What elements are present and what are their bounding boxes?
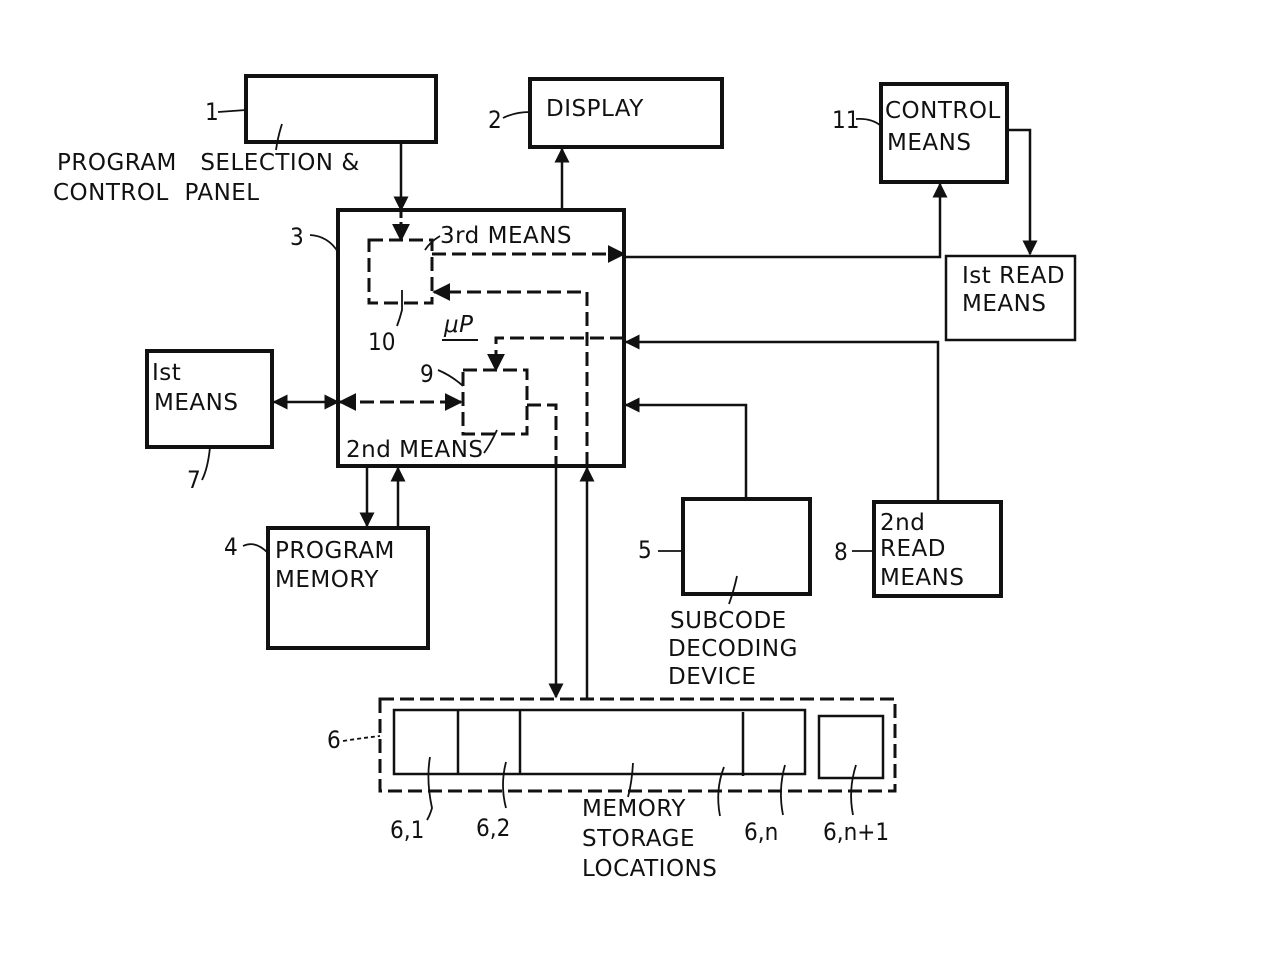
second-read-means-block: 2nd READ MEANS 8	[834, 500, 1003, 598]
memory-caption-line3: LOCATIONS	[582, 856, 717, 882]
connector-2nd-means-down	[527, 403, 558, 464]
ref-3: 3	[290, 223, 304, 251]
connector-to-control-means	[624, 182, 948, 259]
first-read-means-line2: MEANS	[962, 291, 1046, 317]
leader-5-caption	[728, 575, 738, 605]
control-means-line2: MEANS	[887, 130, 971, 156]
connector-control-to-1st-read	[1007, 128, 1038, 256]
second-read-means-line1: 2nd	[880, 510, 925, 536]
leader-6-n-plus-1	[850, 764, 857, 816]
leader-2nd-means	[483, 429, 498, 454]
cell-label-6-1: 6,1	[390, 816, 424, 844]
display-block: DISPLAY 2	[488, 77, 724, 149]
cell-label-6-n: 6,n	[744, 818, 778, 846]
ref-1: 1	[205, 98, 219, 126]
leader-3rd-means	[424, 235, 441, 251]
control-means-box	[879, 82, 1009, 184]
first-read-means-line1: Ist READ	[962, 263, 1065, 289]
second-read-means-line3: MEANS	[880, 565, 964, 591]
leader-6-2	[502, 761, 507, 809]
third-means-box	[367, 238, 434, 305]
first-means-label-line1: Ist	[152, 360, 181, 386]
memory-storage-dashed-box	[378, 697, 897, 793]
first-read-means-block: Ist READ MEANS	[944, 254, 1077, 342]
memory-cell-n-plus-1	[817, 714, 885, 780]
memory-caption-line2: STORAGE	[582, 826, 695, 852]
second-means-label: 2nd MEANS	[346, 437, 484, 463]
selection-panel-caption-line1: PROGRAM SELECTION &	[57, 150, 360, 176]
ref-11: 11	[832, 106, 859, 134]
ref-8: 8	[834, 538, 848, 566]
control-means-line1: CONTROL	[885, 98, 1001, 124]
leader-6	[342, 735, 381, 742]
display-label: DISPLAY	[546, 96, 644, 122]
first-means-block: Ist MEANS 7	[145, 349, 274, 494]
connector-to-2nd-means	[487, 336, 624, 372]
microprocessor-block: 3 μP 3rd MEANS 10 2nd MEANS 9	[290, 208, 626, 468]
leader-6-n-b	[780, 764, 786, 816]
cell-label-6-n-plus-1: 6,n+1	[823, 818, 889, 846]
cell-label-6-2: 6,2	[476, 814, 510, 842]
selection-panel-caption-line2: CONTROL PANEL	[53, 180, 260, 206]
leader-1-caption	[275, 123, 283, 151]
connector-2nd-read-to-up	[624, 334, 940, 500]
control-means-block: CONTROL MEANS 11	[832, 82, 1009, 184]
memory-cells-box	[392, 708, 807, 776]
leader-3	[309, 234, 339, 253]
program-memory-block: PROGRAM MEMORY 4	[224, 526, 430, 650]
ref-9: 9	[420, 360, 434, 388]
subcode-caption-line2: DECODING	[668, 636, 798, 662]
ref-4: 4	[224, 533, 238, 561]
program-memory-box	[266, 526, 430, 650]
selection-panel-box	[244, 74, 438, 144]
ref-2: 2	[488, 106, 502, 134]
leader-4	[242, 543, 269, 554]
connector-to-3rd-means	[432, 283, 589, 466]
program-memory-label-line1: PROGRAM	[275, 538, 395, 564]
subcode-decoder-block: 5 SUBCODE DECODING DEVICE	[638, 497, 812, 690]
connections	[272, 128, 1038, 699]
program-memory-label-line2: MEMORY	[275, 567, 379, 593]
connector-subcode-to-up	[624, 397, 748, 499]
subcode-decoder-box	[681, 497, 812, 596]
second-means-box	[461, 368, 529, 436]
third-means-label: 3rd MEANS	[440, 223, 572, 249]
leader-2	[502, 111, 531, 119]
second-read-means-line2: READ	[880, 536, 946, 562]
leader-6-1	[426, 756, 433, 821]
ref-10: 10	[368, 328, 395, 356]
display-box	[528, 77, 724, 149]
leader-memory-caption	[627, 762, 634, 798]
subcode-caption-line3: DEVICE	[668, 664, 756, 690]
leader-9	[437, 369, 464, 387]
ref-5: 5	[638, 536, 652, 564]
leader-11	[855, 117, 882, 127]
second-read-means-box	[872, 500, 1003, 598]
leader-6-n	[717, 766, 725, 817]
ref-6: 6	[327, 726, 341, 754]
subcode-caption-line1: SUBCODE	[670, 608, 787, 634]
leader-1	[217, 109, 247, 113]
first-read-means-box	[944, 254, 1077, 342]
selection-panel-block: 1 PROGRAM SELECTION & CONTROL PANEL	[53, 74, 438, 206]
first-means-label-line2: MEANS	[154, 390, 238, 416]
leader-10	[396, 290, 403, 327]
ref-7: 7	[187, 466, 201, 494]
leader-7	[201, 446, 211, 481]
memory-storage-block: 6 6,1 6,2 6,n 6,n+1 MEMORY STORAGE LOCAT…	[327, 697, 897, 882]
memory-caption-line1: MEMORY	[582, 796, 686, 822]
microprocessor-label: μP	[443, 312, 474, 338]
